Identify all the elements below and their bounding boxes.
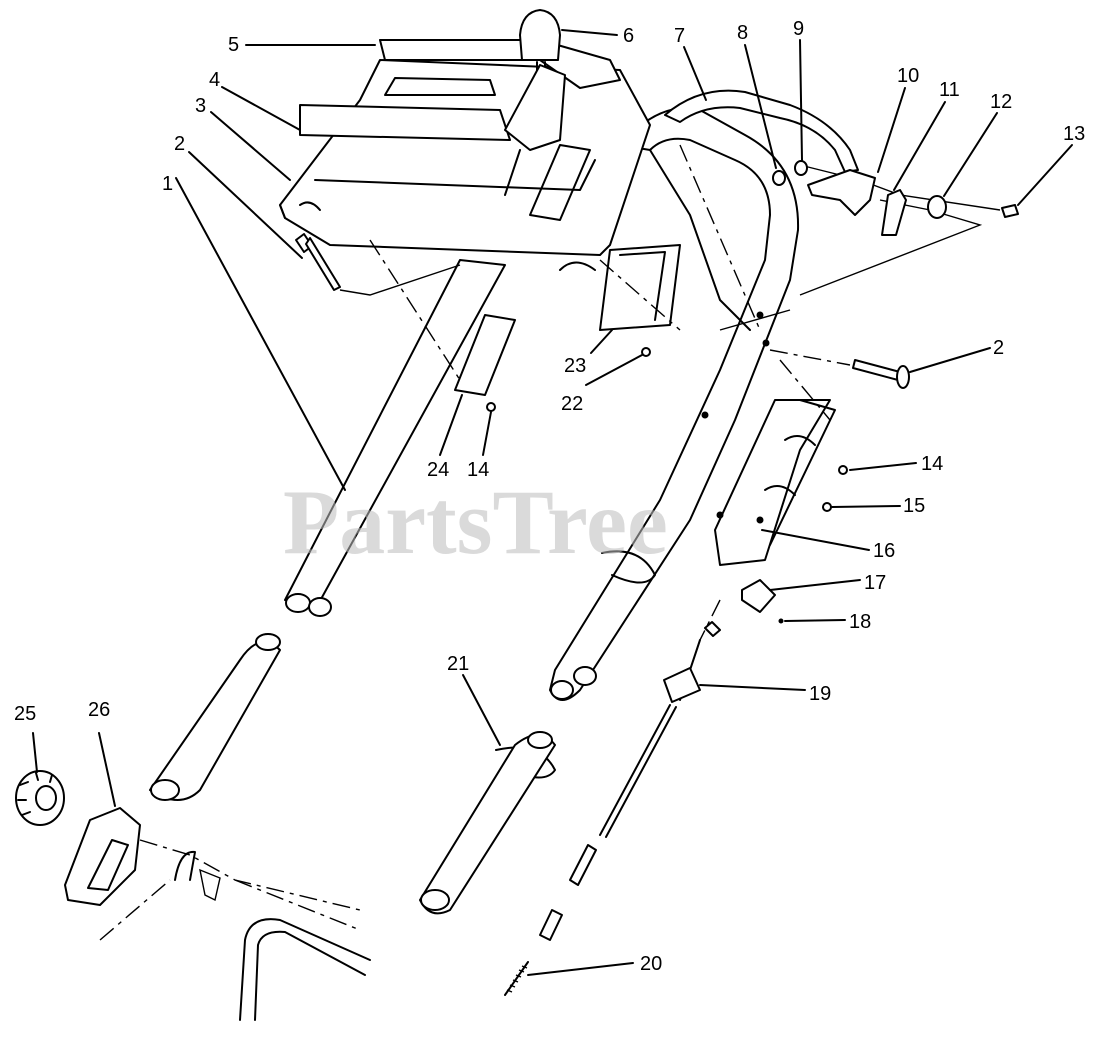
- bolt-2-right: [852, 359, 910, 389]
- assembly-lines: [99, 144, 1001, 1021]
- screw-13: [1001, 204, 1019, 218]
- shift-lever-6: [504, 9, 566, 196]
- callout-26: 26: [88, 699, 110, 721]
- lever-11: [881, 189, 907, 236]
- bracket-23: [599, 244, 681, 331]
- callout-14-right: 14: [921, 453, 943, 475]
- callout-19: 19: [809, 683, 831, 705]
- screw-14-right: [838, 465, 848, 475]
- callout-13: 13: [1063, 123, 1085, 145]
- callout-8: 8: [737, 22, 748, 44]
- callout-2-right: 2: [993, 337, 1004, 359]
- callout-10: 10: [897, 65, 919, 87]
- cable-bracket-16: [714, 399, 836, 566]
- screw-22: [641, 347, 651, 357]
- washer-9: [794, 160, 808, 176]
- callout-12: 12: [990, 91, 1012, 113]
- callout-17: 17: [864, 572, 886, 594]
- hardware-8-13: [772, 160, 1019, 236]
- lower-handle-left-tube: [284, 259, 506, 617]
- callout-22: 22: [561, 393, 583, 415]
- control-panel: [279, 39, 651, 271]
- watermark: PartsTree: [283, 471, 668, 573]
- lower-tube-segments: [149, 633, 556, 915]
- callout-25: 25: [14, 703, 36, 725]
- callout-18: 18: [849, 611, 871, 633]
- screw-14-left: [486, 402, 496, 412]
- callout-labels: 1 2 3 4 5 6 7 8 9 10 11 12 13 2 14 15 16…: [14, 18, 1085, 975]
- screw-18: [778, 618, 784, 624]
- callout-23: 23: [564, 355, 586, 377]
- callout-11: 11: [939, 79, 960, 101]
- callout-15: 15: [903, 495, 925, 517]
- bolt-2-left: [295, 233, 341, 291]
- callout-3: 3: [195, 95, 206, 117]
- callout-7: 7: [674, 25, 685, 47]
- callout-9: 9: [793, 18, 804, 40]
- callout-1: 1: [162, 173, 173, 195]
- callout-21: 21: [447, 653, 469, 675]
- bracket-10: [807, 169, 876, 216]
- callout-16: 16: [873, 540, 895, 562]
- knob-25: [15, 770, 65, 826]
- clamp-17: [741, 579, 776, 613]
- callout-24: 24: [427, 459, 449, 481]
- bracket-24: [454, 314, 516, 396]
- knob-12: [927, 195, 947, 219]
- cable-19: [539, 621, 721, 941]
- callout-6: 6: [623, 25, 634, 47]
- nut-8: [772, 170, 786, 186]
- bracket-26: [64, 807, 141, 906]
- callout-20: 20: [640, 953, 662, 975]
- spring-20: [504, 961, 529, 996]
- callout-2-left: 2: [174, 133, 185, 155]
- callout-14-left: 14: [467, 459, 489, 481]
- callout-5: 5: [228, 34, 239, 56]
- callout-4: 4: [209, 69, 220, 91]
- screw-15: [822, 502, 832, 512]
- callout-leaders: [32, 29, 1073, 976]
